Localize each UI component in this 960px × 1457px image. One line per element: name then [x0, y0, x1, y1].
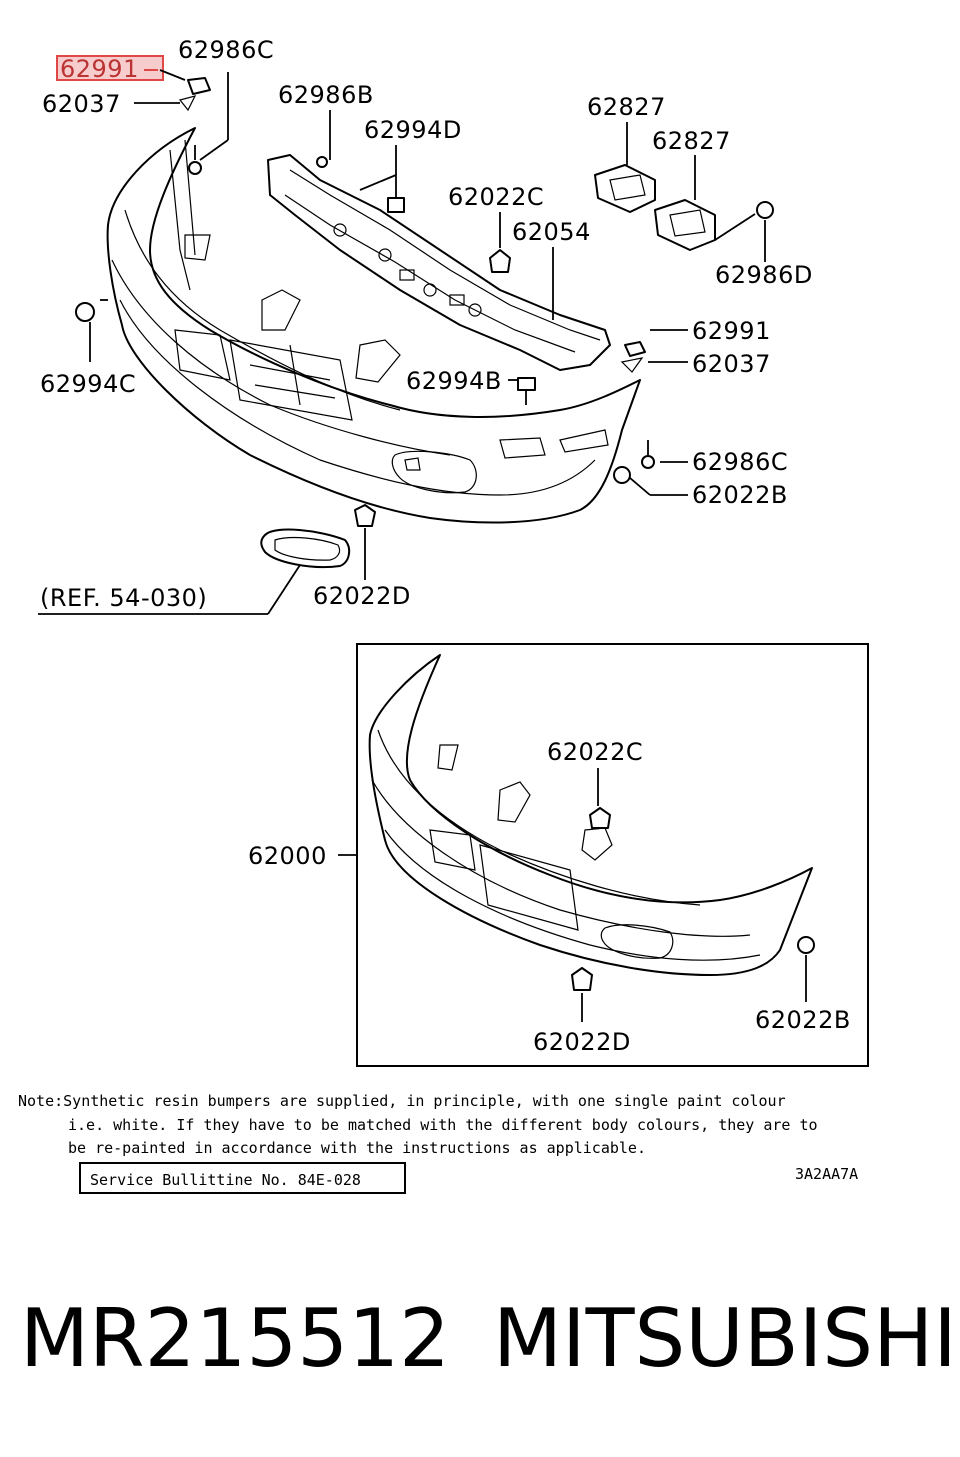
label-62022C-top[interactable]: 62022C	[448, 183, 544, 211]
part-number: MR215512	[20, 1292, 450, 1385]
service-bulletin-box	[79, 1162, 406, 1194]
brand-name: MITSUBISHI	[493, 1292, 957, 1385]
label-62991-top[interactable]: 62991	[60, 55, 139, 83]
label-62022D-inset[interactable]: 62022D	[533, 1028, 631, 1056]
label-62022B-top[interactable]: 62022B	[692, 481, 788, 509]
label-62994B[interactable]: 62994B	[406, 367, 502, 395]
bumper-reinforcement-drawing	[267, 154, 611, 371]
fog-lamp-cover-drawing	[260, 528, 351, 568]
label-62022C-inset[interactable]: 62022C	[547, 738, 643, 766]
label-62827-b[interactable]: 62827	[652, 127, 731, 155]
leader-lines	[38, 69, 766, 615]
inset-leader-lines	[338, 768, 807, 1022]
label-62994C[interactable]: 62994C	[40, 370, 136, 398]
note-line-2: i.e. white. If they have to be matched w…	[68, 1116, 818, 1134]
label-62022B-inset[interactable]: 62022B	[755, 1006, 851, 1034]
note-line-1: Note:Synthetic resin bumpers are supplie…	[18, 1092, 786, 1110]
label-62991-right[interactable]: 62991	[692, 317, 771, 345]
highlighted-part-box[interactable]	[56, 55, 164, 81]
label-62827-a[interactable]: 62827	[587, 93, 666, 121]
label-62986D[interactable]: 62986D	[715, 261, 813, 289]
label-62986C-top[interactable]: 62986C	[178, 36, 274, 64]
label-ref-54-030[interactable]: (REF. 54-030)	[40, 584, 207, 612]
label-62994D[interactable]: 62994D	[364, 116, 462, 144]
front-bumper-drawing	[106, 127, 641, 524]
fastener-drawings	[75, 77, 774, 527]
label-62054[interactable]: 62054	[512, 218, 591, 246]
service-bulletin-text: Service Bullittine No. 84E-028	[90, 1171, 361, 1189]
label-62986C-right[interactable]: 62986C	[692, 448, 788, 476]
label-62037-right[interactable]: 62037	[692, 350, 771, 378]
label-62986B[interactable]: 62986B	[278, 81, 374, 109]
bumper-assembly-drawing	[368, 654, 815, 991]
label-62037-top[interactable]: 62037	[42, 90, 121, 118]
note-line-3: be re-painted in accordance with the ins…	[68, 1139, 646, 1157]
bumper-bracket-drawing	[594, 164, 716, 251]
diagram-code: 3A2AA7A	[795, 1165, 858, 1183]
label-62022D-top[interactable]: 62022D	[313, 582, 411, 610]
label-62000[interactable]: 62000	[248, 842, 327, 870]
